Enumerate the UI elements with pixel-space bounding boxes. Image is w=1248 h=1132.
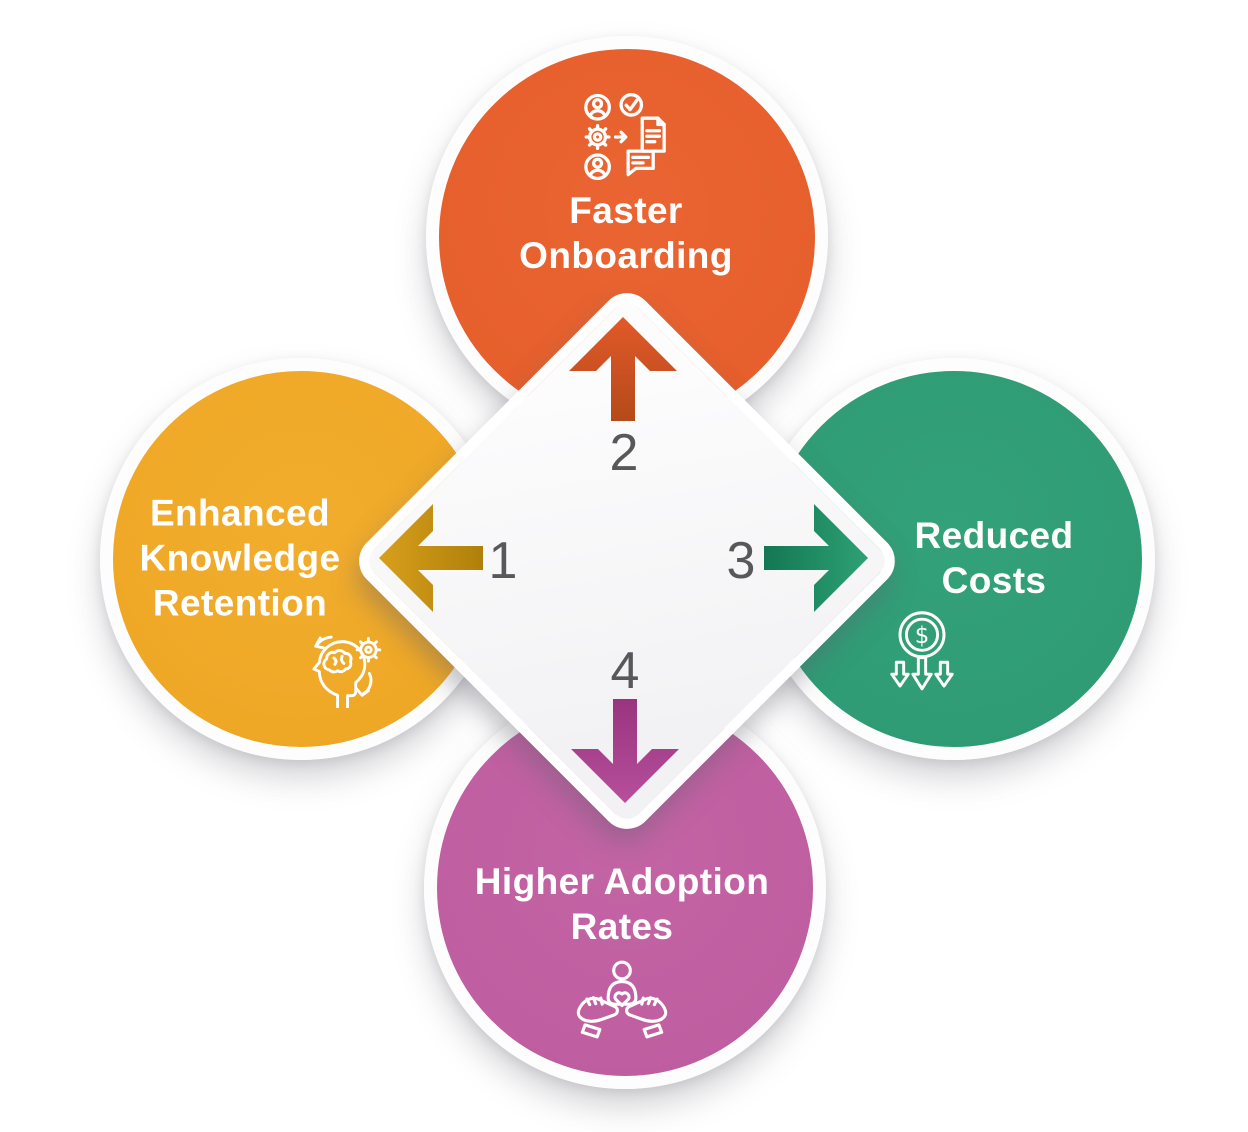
label-reduced-costs: Reduced Costs (914, 515, 1074, 601)
step-3-number: 3 (726, 532, 756, 590)
svg-text:$: $ (915, 623, 930, 649)
onboarding-people-process-icon (578, 93, 672, 181)
step-2-up-arrow-icon (569, 317, 677, 421)
step-4-down-arrow-icon (571, 699, 679, 803)
step-1-number: 1 (488, 532, 518, 590)
step-3-right-arrow-icon (764, 504, 868, 612)
step-2-number: 2 (609, 424, 639, 482)
label-enhanced-knowledge-retention: Enhanced Knowledge Retention (139, 492, 341, 624)
step-4-number: 4 (610, 642, 640, 700)
label-faster-onboarding: Faster Onboarding (519, 190, 733, 276)
label-higher-adoption-rates: Higher Adoption Rates (474, 861, 770, 947)
hands-holding-person-icon (574, 960, 670, 1040)
step-1-left-arrow-icon (379, 504, 483, 612)
dollar-cost-decrease-icon: $ (889, 610, 955, 698)
brain-gears-icon (301, 628, 385, 708)
